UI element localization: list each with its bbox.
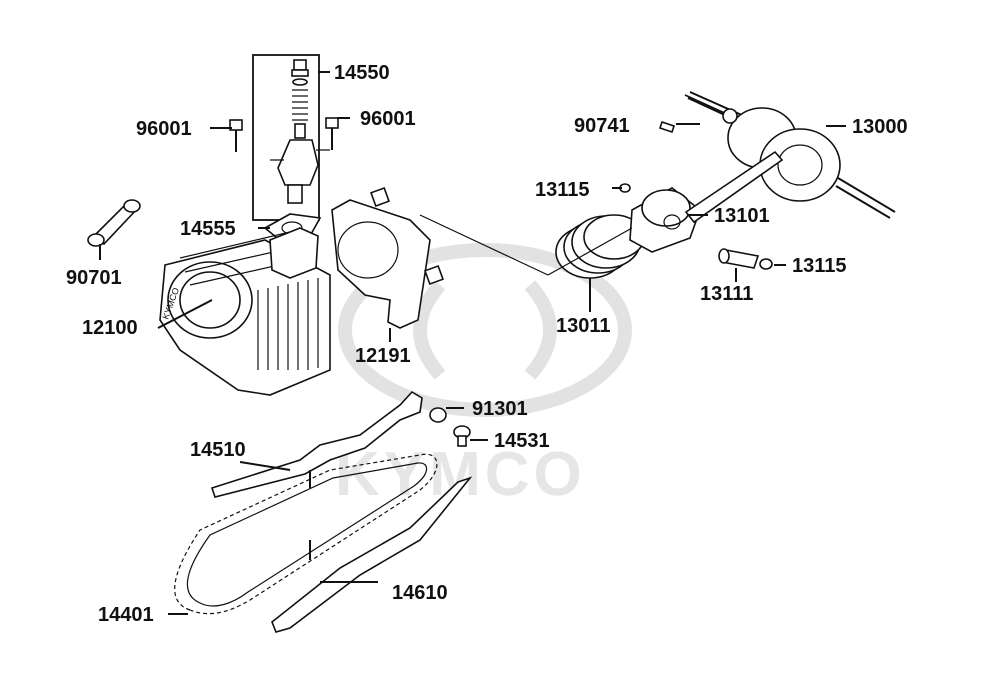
part-label-13011: 13011 [556,315,611,337]
leader-lines [99,71,846,615]
part-label-14401: 14401 [98,604,154,626]
part-label-14510: 14510 [190,439,246,461]
part-label-13111: 13111 [700,283,753,305]
watermark-logo: KYMCO [335,243,632,509]
part-label-14555: 14555 [180,218,236,240]
part-label-13115-right: 13115 [792,255,847,277]
part-label-12191: 12191 [355,345,411,367]
watermark-text: KYMCO [335,440,586,509]
part-label-12100: 12100 [82,317,138,339]
part-label-13000: 13000 [852,116,908,138]
cylinder-12100: KYMCO [159,227,331,396]
part-label-14610: 14610 [392,582,448,604]
crankshaft-13000 [684,91,896,224]
piston-13101 [629,187,701,253]
bolt-96001-left [229,119,243,152]
bolt-96001-right [325,117,339,150]
part-label-14550: 14550 [334,62,390,84]
part-label-91301: 91301 [472,398,528,420]
assembly-line [419,214,549,276]
part-label-13115-top: 13115 [535,179,590,201]
bolt-14531 [453,425,471,447]
part-label-90701: 90701 [66,267,122,289]
piston-pin-clip-right [759,258,773,270]
washer-91301 [429,407,447,423]
cylinder-gasket-12191 [331,187,444,329]
piston-pin-13111 [718,248,760,269]
part-label-14531: 14531 [494,430,550,452]
part-labels: 14550 96001 96001 90741 13000 13115 1310… [66,62,908,626]
chain-guide-14610 [271,476,473,633]
woodruff-key-90741 [658,120,676,134]
part-label-96001-left: 96001 [136,118,192,140]
dowel-pin-90701 [87,199,141,247]
timing-chain-14401 [174,453,438,615]
part-label-90741: 90741 [574,115,630,137]
part-label-13101: 13101 [714,205,770,227]
tensioner-assembly [252,54,330,221]
part-label-96001-right: 96001 [360,108,416,130]
